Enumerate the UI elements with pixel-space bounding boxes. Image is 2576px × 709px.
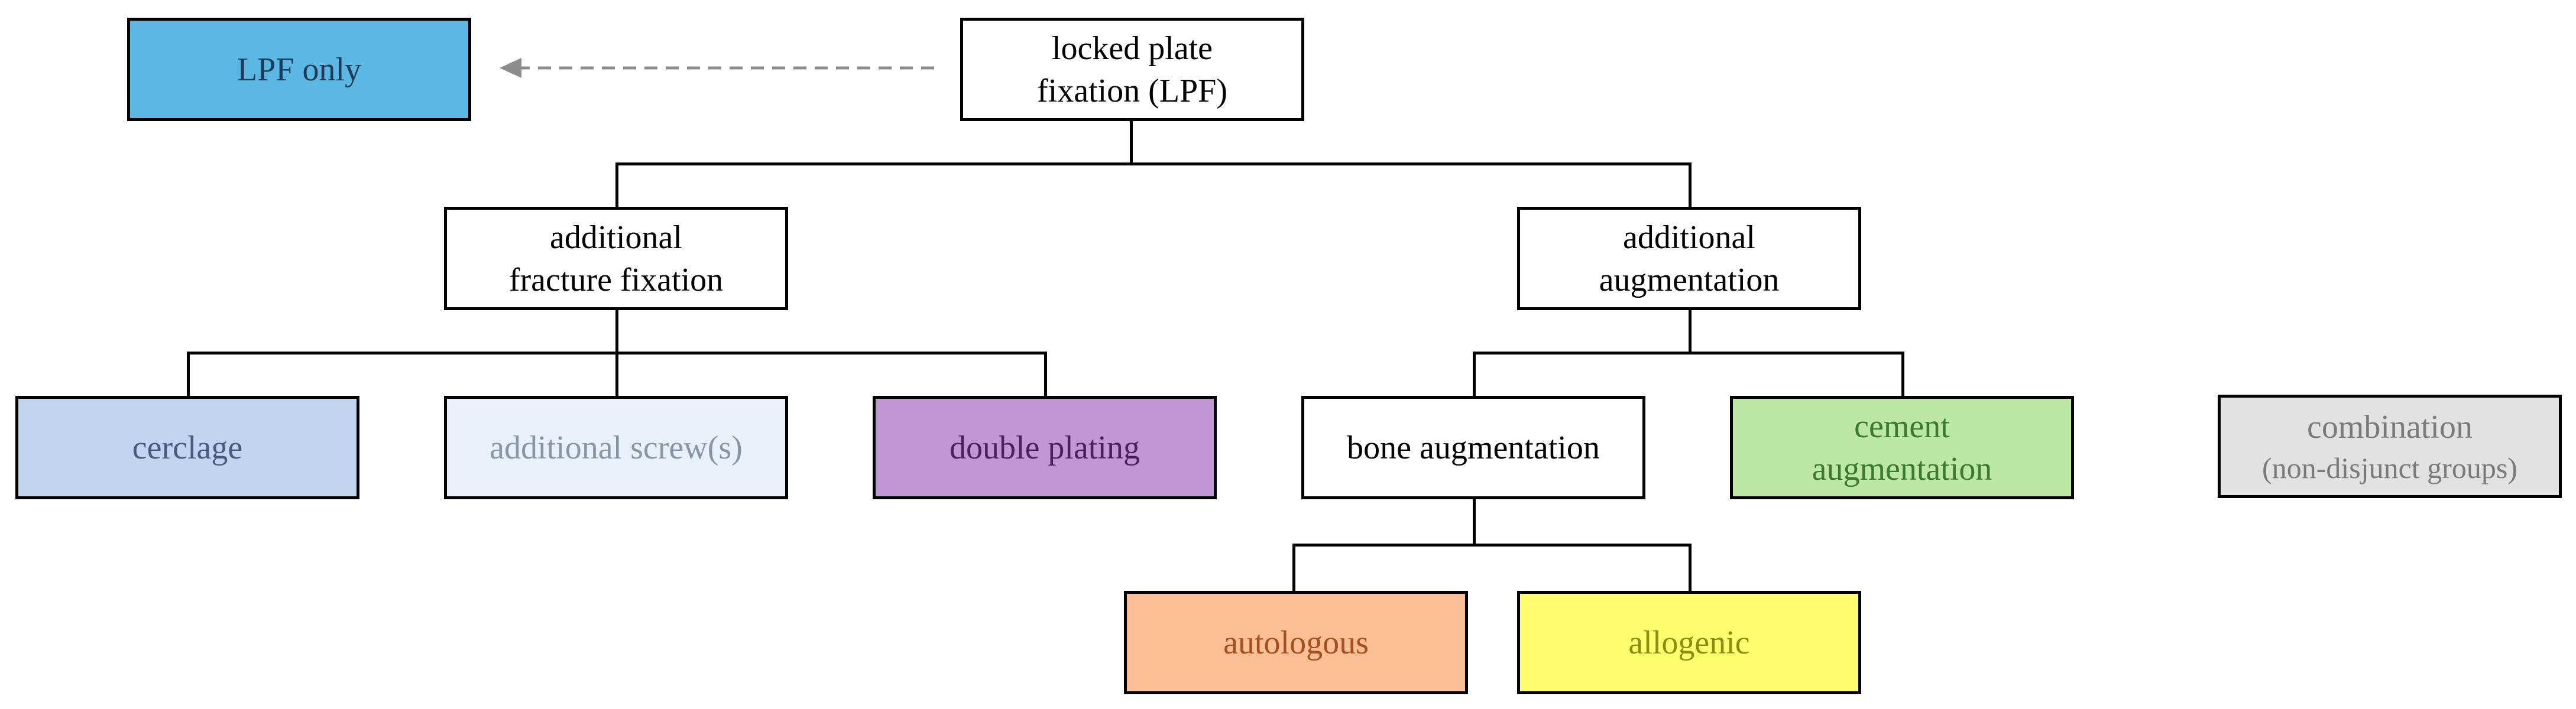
connector-to-allogenic [1689,544,1692,591]
node-double-plating-label: double plating [950,429,1140,466]
node-additional-augmentation-line2: augmentation [1599,261,1780,298]
node-additional-fracture-fixation: additional fracture fixation [444,207,788,310]
connector-to-additional-screw [615,352,618,396]
connector-to-autologous [1292,544,1295,591]
node-cement-augmentation-line2: augmentation [1812,450,1992,487]
node-autologous-label: autologous [1223,624,1369,661]
connector-to-bone-augmentation [1473,352,1476,396]
node-combination: combination (non-disjunct groups) [2218,395,2562,498]
node-bone-augmentation: bone augmentation [1301,396,1645,499]
node-allogenic: allogenic [1517,591,1861,694]
node-double-plating: double plating [873,396,1217,499]
connector-lpf-down [1130,121,1133,165]
node-additional-fracture-fixation-line1: additional [550,219,682,256]
connector-to-double-plating [1044,352,1047,396]
node-bone-augmentation-label: bone augmentation [1347,429,1600,466]
connector-level3-horizontal [1292,544,1692,547]
connector-bone-down [1473,499,1476,547]
connector-to-cerclage [187,352,190,396]
node-lpf-line1: locked plate [1051,30,1213,67]
connector-to-cement-augmentation [1901,352,1904,396]
node-combination-line1: combination [2307,408,2473,445]
node-lpf: locked plate fixation (LPF) [960,18,1304,121]
node-additional-augmentation-line1: additional [1623,219,1755,256]
connector-to-additional-augmentation [1689,162,1692,207]
node-lpf-only: LPF only [127,18,471,121]
node-additional-fracture-fixation-line2: fracture fixation [508,261,724,298]
node-cement-augmentation-line1: cement [1854,408,1950,445]
node-additional-screws-label: additional screw(s) [490,429,743,466]
connector-to-additional-fracture [615,162,618,207]
node-lpf-line2: fixation (LPF) [1037,72,1227,109]
node-additional-augmentation: additional augmentation [1517,207,1861,310]
connector-level1-horizontal [615,162,1692,165]
dashed-arrow-head [500,58,521,78]
connector-augmentation-down [1689,310,1692,354]
connector-level2b-horizontal [1473,352,1904,354]
node-cerclage: cerclage [15,396,359,499]
node-combination-line2: (non-disjunct groups) [2262,451,2517,484]
node-additional-screws: additional screw(s) [444,396,788,499]
connector-fracture-down [615,310,618,354]
node-cerclage-label: cerclage [132,429,243,466]
node-allogenic-label: allogenic [1628,624,1750,661]
node-lpf-only-label: LPF only [236,51,362,88]
node-cement-augmentation: cement augmentation [1730,396,2074,499]
node-autologous: autologous [1124,591,1468,694]
